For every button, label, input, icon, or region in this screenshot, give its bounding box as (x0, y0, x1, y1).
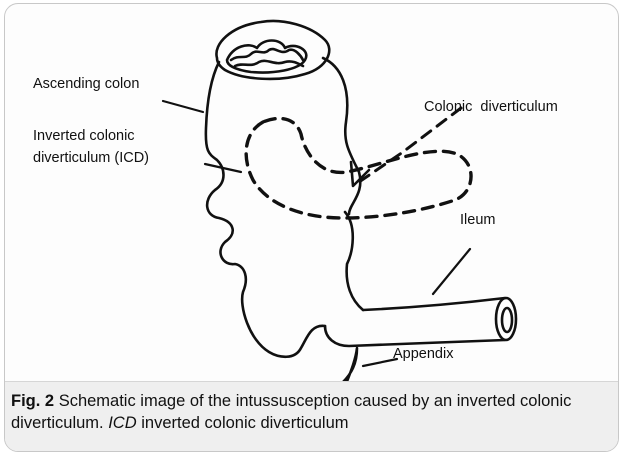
colon-folds-2 (235, 61, 303, 66)
figure-caption: Fig. 2 Schematic image of the intussusce… (11, 390, 611, 434)
ileum-lower-edge (325, 326, 505, 346)
pointer-ascending (163, 101, 203, 112)
pointer-ileum (433, 249, 470, 294)
label-ascending-colon: Ascending colon (33, 75, 139, 94)
label-appendix: Appendix (393, 345, 453, 364)
colon-left-outline (206, 62, 325, 357)
label-colonic-diverticulum: Colonic diverticulum (424, 98, 558, 117)
caption-box: Fig. 2 Schematic image of the intussusce… (5, 381, 618, 452)
ileum-upper-edge (363, 298, 505, 310)
label-icd-line2: diverticulum (ICD) (33, 149, 149, 168)
label-ileum: Ileum (460, 211, 495, 230)
inverted-diverticulum-dashed (246, 118, 471, 218)
caption-abbreviation: ICD (108, 414, 136, 432)
pointer-appendix (363, 359, 397, 366)
colon-right-outline (323, 58, 360, 214)
colon-bulge-outline (345, 212, 363, 310)
caption-abbreviation-definition: inverted colonic diverticulum (141, 414, 348, 432)
caption-figure-label: Fig. 2 (11, 392, 54, 410)
colon-folds (231, 49, 303, 60)
colonic-diverticulum-pointer (359, 108, 461, 182)
label-icd-line1: Inverted colonic (33, 127, 135, 146)
figure-frame: Ascending colon Inverted colonic diverti… (4, 3, 619, 452)
ileum-opening-inner (502, 308, 512, 332)
